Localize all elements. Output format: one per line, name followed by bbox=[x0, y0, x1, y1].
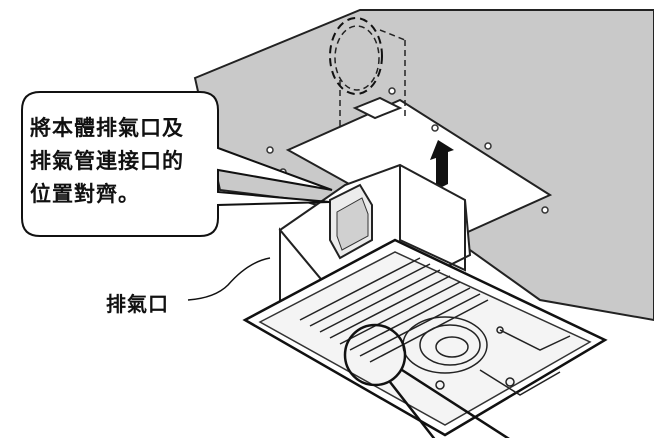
duct-alignment-circle bbox=[329, 17, 383, 95]
housing-rear-wall bbox=[399, 165, 466, 272]
up-arrow-icon bbox=[430, 140, 454, 190]
callout-line-2: 排氣管連接口的 bbox=[30, 149, 184, 173]
callout-text: 將本體排氣口及 排氣管連接口的 位置對齊。 bbox=[30, 112, 220, 211]
callout-line-3: 位置對齊。 bbox=[30, 182, 140, 206]
callout-line-1: 將本體排氣口及 bbox=[30, 116, 184, 140]
callout-bubble bbox=[21, 91, 333, 237]
duct-connector bbox=[334, 25, 406, 130]
duct-tab bbox=[352, 96, 403, 120]
zoom-lines bbox=[389, 368, 521, 446]
detail-zoom-circle bbox=[343, 323, 407, 387]
exhaust-port-leader bbox=[187, 257, 271, 301]
exhaust-port-label: 排氣口 bbox=[106, 292, 169, 316]
frame-details bbox=[435, 326, 571, 396]
